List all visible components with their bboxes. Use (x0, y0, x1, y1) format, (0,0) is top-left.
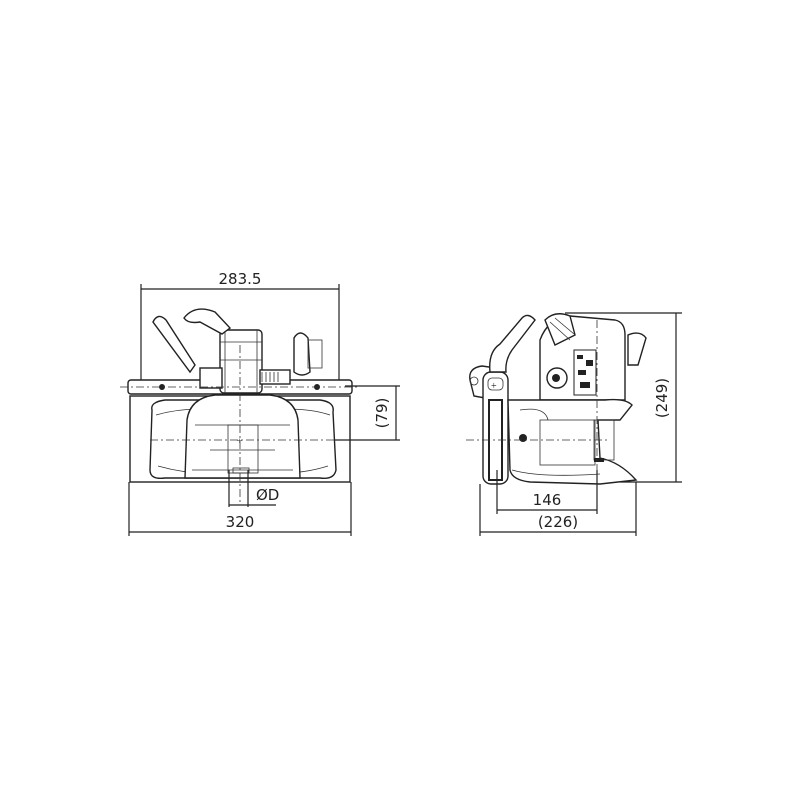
front-dimensions: 283.5 320 ØD (79) (128, 270, 400, 536)
side-dimensions: (249) 146 (226) (479, 312, 682, 536)
dim-height-total: (249) (653, 378, 671, 418)
dim-width-bottom: 320 (226, 513, 255, 531)
side-handle (627, 332, 647, 366)
svg-text:+: + (491, 381, 497, 392)
spring-housing-left (199, 367, 223, 389)
pin-hole-left (159, 384, 165, 390)
svg-text:+: + (237, 436, 242, 446)
side-lever (489, 314, 536, 373)
dim-length-inner: 146 (533, 491, 562, 509)
side-view: + (466, 313, 647, 485)
front-coupling-body (184, 394, 301, 479)
dim-width-top: 283.5 (219, 270, 262, 288)
dim-height-offset: (79) (373, 398, 391, 429)
spring-housing (259, 369, 291, 385)
side-cap (544, 313, 576, 346)
front-view: + (120, 308, 360, 505)
dim-length-total: (226) (538, 513, 578, 531)
front-lever-top (183, 308, 232, 335)
dim-diameter: ØD (256, 486, 279, 504)
front-lever-left (152, 315, 196, 374)
side-lower-housing (507, 398, 638, 485)
front-handle-right (293, 332, 311, 376)
front-top-cylinder (219, 329, 263, 394)
